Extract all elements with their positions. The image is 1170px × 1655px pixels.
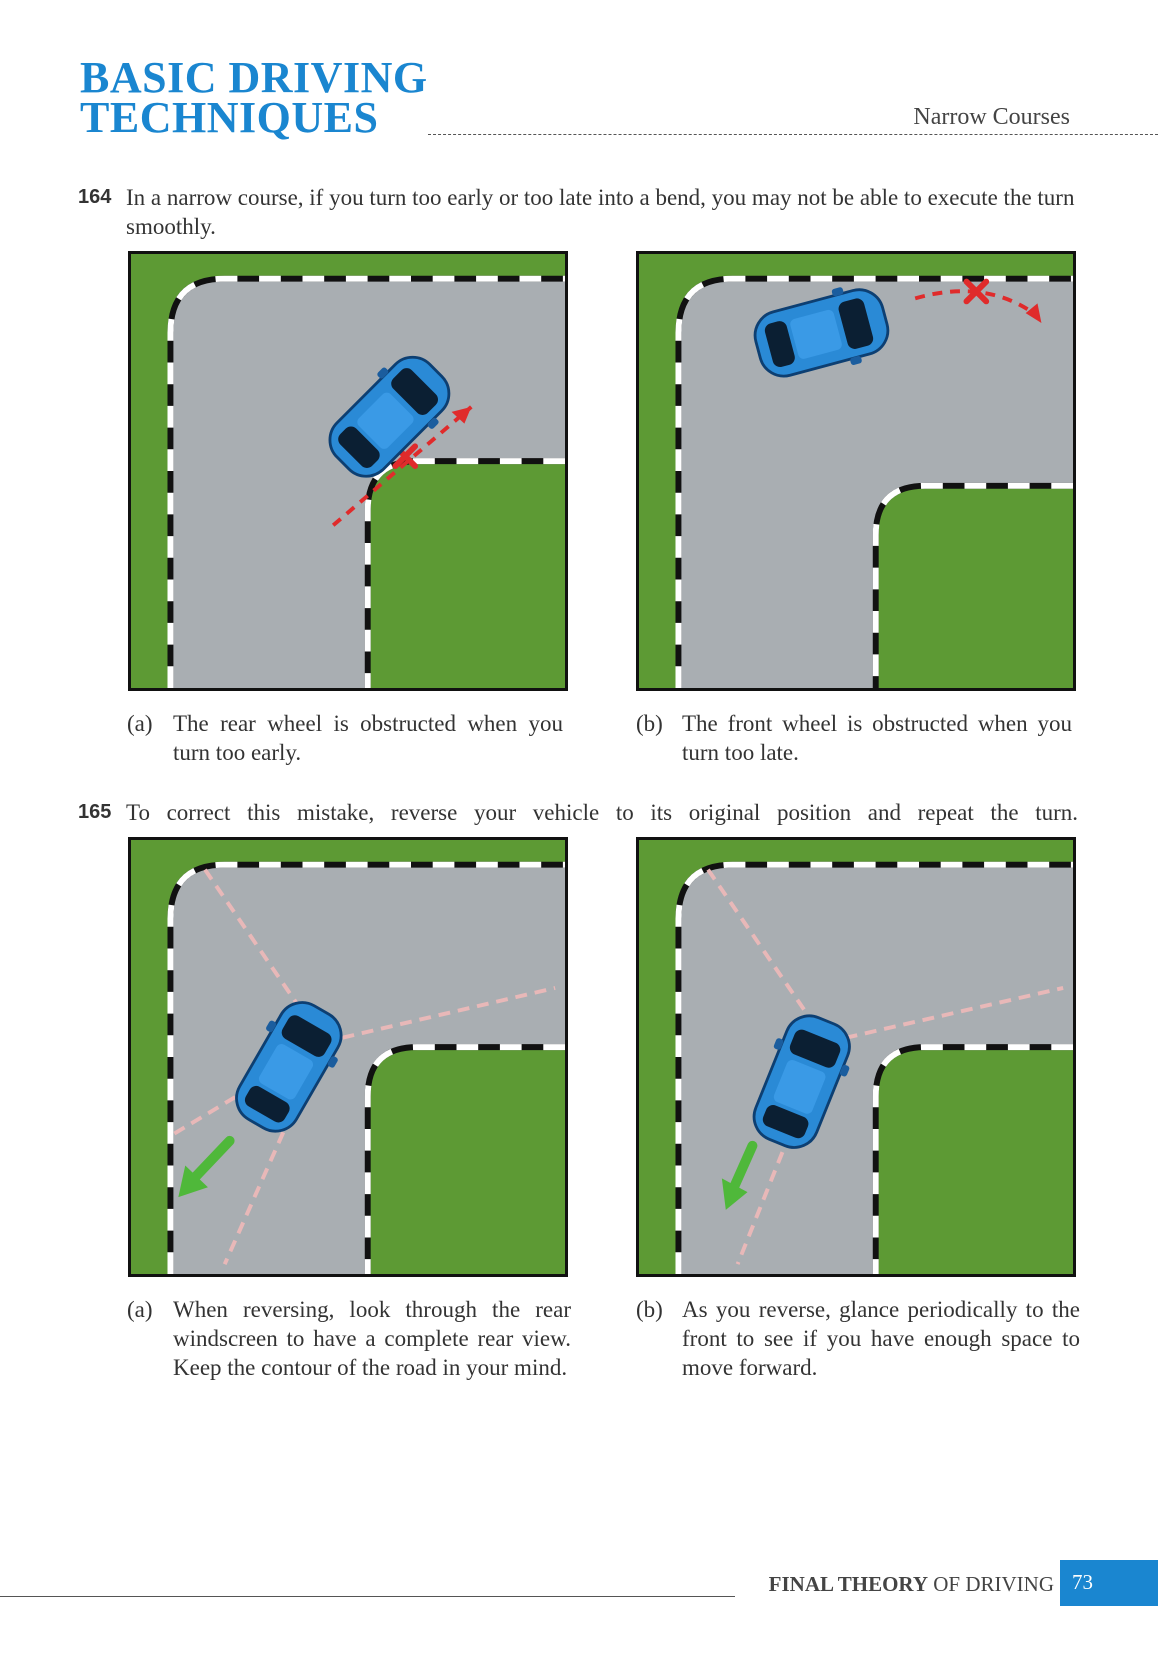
header-divider xyxy=(428,134,1158,135)
title-line-1: BASIC DRIVING xyxy=(80,53,428,102)
item-text: In a narrow course, if you turn too earl… xyxy=(126,185,1075,239)
footer-brand-rest: OF DRIVING xyxy=(933,1572,1054,1596)
section-title: Narrow Courses xyxy=(913,104,1070,130)
item-number: 164 xyxy=(78,186,112,208)
caption-text: When reversing, look through the rear wi… xyxy=(173,1297,571,1380)
footer-brand-bold: FINAL THEORY xyxy=(768,1572,928,1596)
page-number-badge: 73 xyxy=(1060,1560,1158,1606)
caption-text: The rear wheel is obstructed when you tu… xyxy=(173,711,563,765)
caption-text: The front wheel is obstructed when you t… xyxy=(682,711,1072,765)
page-number: 73 xyxy=(1072,1570,1093,1594)
figure-turn-too-late xyxy=(636,251,1076,691)
caption-text: As you reverse, glance periodically to t… xyxy=(682,1297,1080,1380)
caption-label: (b) xyxy=(636,711,663,736)
figure-turn-too-early xyxy=(128,251,568,691)
item-164: 164 In a narrow course, if you turn too … xyxy=(78,183,1078,243)
caption-label: (b) xyxy=(636,1297,663,1322)
item-165: 165 To correct this mistake, reverse you… xyxy=(78,798,1078,828)
page-title: BASIC DRIVING TECHNIQUES xyxy=(80,53,428,142)
figure-reverse-front-glance xyxy=(636,837,1076,1277)
item-number: 165 xyxy=(78,801,112,823)
caption-label: (a) xyxy=(127,1297,153,1322)
footer-brand: FINAL THEORY OF DRIVING xyxy=(769,1572,1054,1597)
caption-label: (a) xyxy=(127,711,153,736)
figure-reverse-rear-view xyxy=(128,837,568,1277)
footer-divider xyxy=(0,1596,735,1597)
item-text: To correct this mistake, reverse your ve… xyxy=(126,800,1078,825)
title-line-2: TECHNIQUES xyxy=(80,93,379,142)
